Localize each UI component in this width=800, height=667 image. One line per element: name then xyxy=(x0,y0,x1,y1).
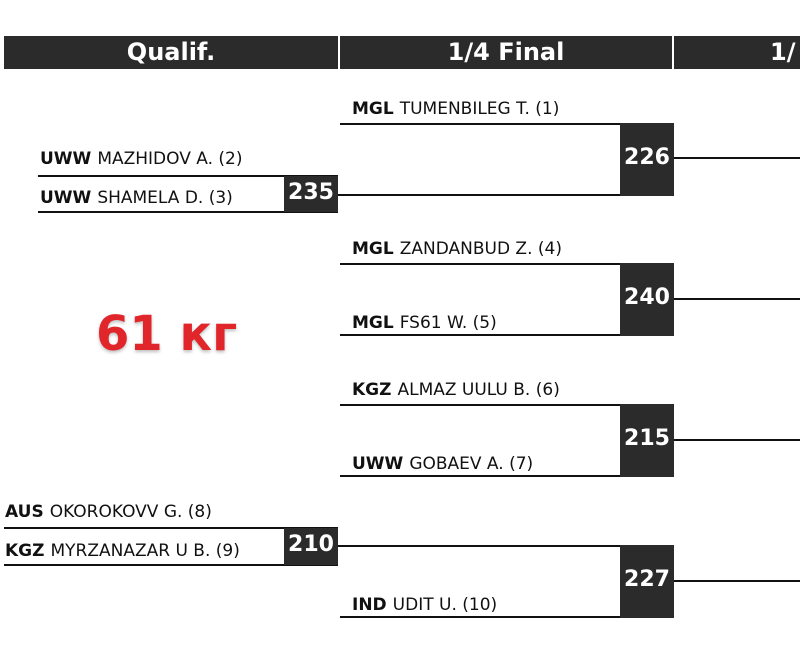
bracket-line xyxy=(338,545,674,547)
bout-number: 215 xyxy=(624,426,670,451)
column-header-quarter-final: 1/4 Final xyxy=(340,36,672,69)
bracket-line xyxy=(340,334,674,336)
athlete-country: MGL xyxy=(352,239,394,259)
bout-number: 210 xyxy=(288,532,334,557)
bout-number: 240 xyxy=(624,285,670,310)
bracket-line xyxy=(674,580,800,582)
athlete-name: ZANDANBUD Z. (4) xyxy=(399,239,562,259)
athlete-country: UWW xyxy=(40,149,92,169)
bracket-line xyxy=(340,475,674,477)
athlete-name: UDIT U. (10) xyxy=(392,595,498,615)
athlete-country: KGZ xyxy=(352,380,392,400)
athlete-country: UWW xyxy=(40,188,92,208)
bout-score-box: 227 xyxy=(620,545,674,618)
bracket-line xyxy=(340,263,674,265)
weight-class-label: 61 кг xyxy=(96,306,238,362)
athlete-name: OKOROKOVV G. (8) xyxy=(49,502,212,522)
athlete-name: MYRZANAZAR U B. (9) xyxy=(50,541,240,561)
athlete-country: MGL xyxy=(352,99,394,119)
bracket-line xyxy=(674,157,800,159)
athlete-name: TUMENBILEG T. (1) xyxy=(399,99,560,119)
bracket-line xyxy=(340,616,674,618)
athlete-country: KGZ xyxy=(5,541,45,561)
athlete-country: MGL xyxy=(352,313,394,333)
column-header-semi-final: 1/ xyxy=(674,36,800,69)
athlete-name: FS61 W. (5) xyxy=(399,313,497,333)
bracket-line xyxy=(340,123,674,125)
bout-score-box: 240 xyxy=(620,263,674,336)
athlete-country: AUS xyxy=(5,502,44,522)
athlete-country: IND xyxy=(352,595,387,615)
bracket-line xyxy=(4,564,338,566)
athlete-name: GOBAEV A. (7) xyxy=(409,454,534,474)
bracket-line xyxy=(340,404,674,406)
athlete-name: ALMAZ UULU B. (6) xyxy=(397,380,560,400)
bout-number: 227 xyxy=(624,567,670,592)
bracket-line xyxy=(38,175,338,177)
bracket-line xyxy=(4,527,338,529)
bout-number: 235 xyxy=(288,180,334,205)
athlete-name: SHAMELA D. (3) xyxy=(97,188,233,208)
bout-score-box: 235 xyxy=(284,176,338,212)
bracket-line xyxy=(338,194,674,196)
bout-score-box: 210 xyxy=(284,528,338,565)
bracket-line xyxy=(674,439,800,441)
athlete-country: UWW xyxy=(352,454,404,474)
bracket-line xyxy=(674,298,800,300)
column-header-qualif: Qualif. xyxy=(4,36,338,69)
bracket-line xyxy=(38,211,338,213)
bout-score-box: 226 xyxy=(620,123,674,196)
bout-number: 226 xyxy=(624,145,670,170)
bout-score-box: 215 xyxy=(620,404,674,477)
athlete-name: MAZHIDOV A. (2) xyxy=(97,149,243,169)
